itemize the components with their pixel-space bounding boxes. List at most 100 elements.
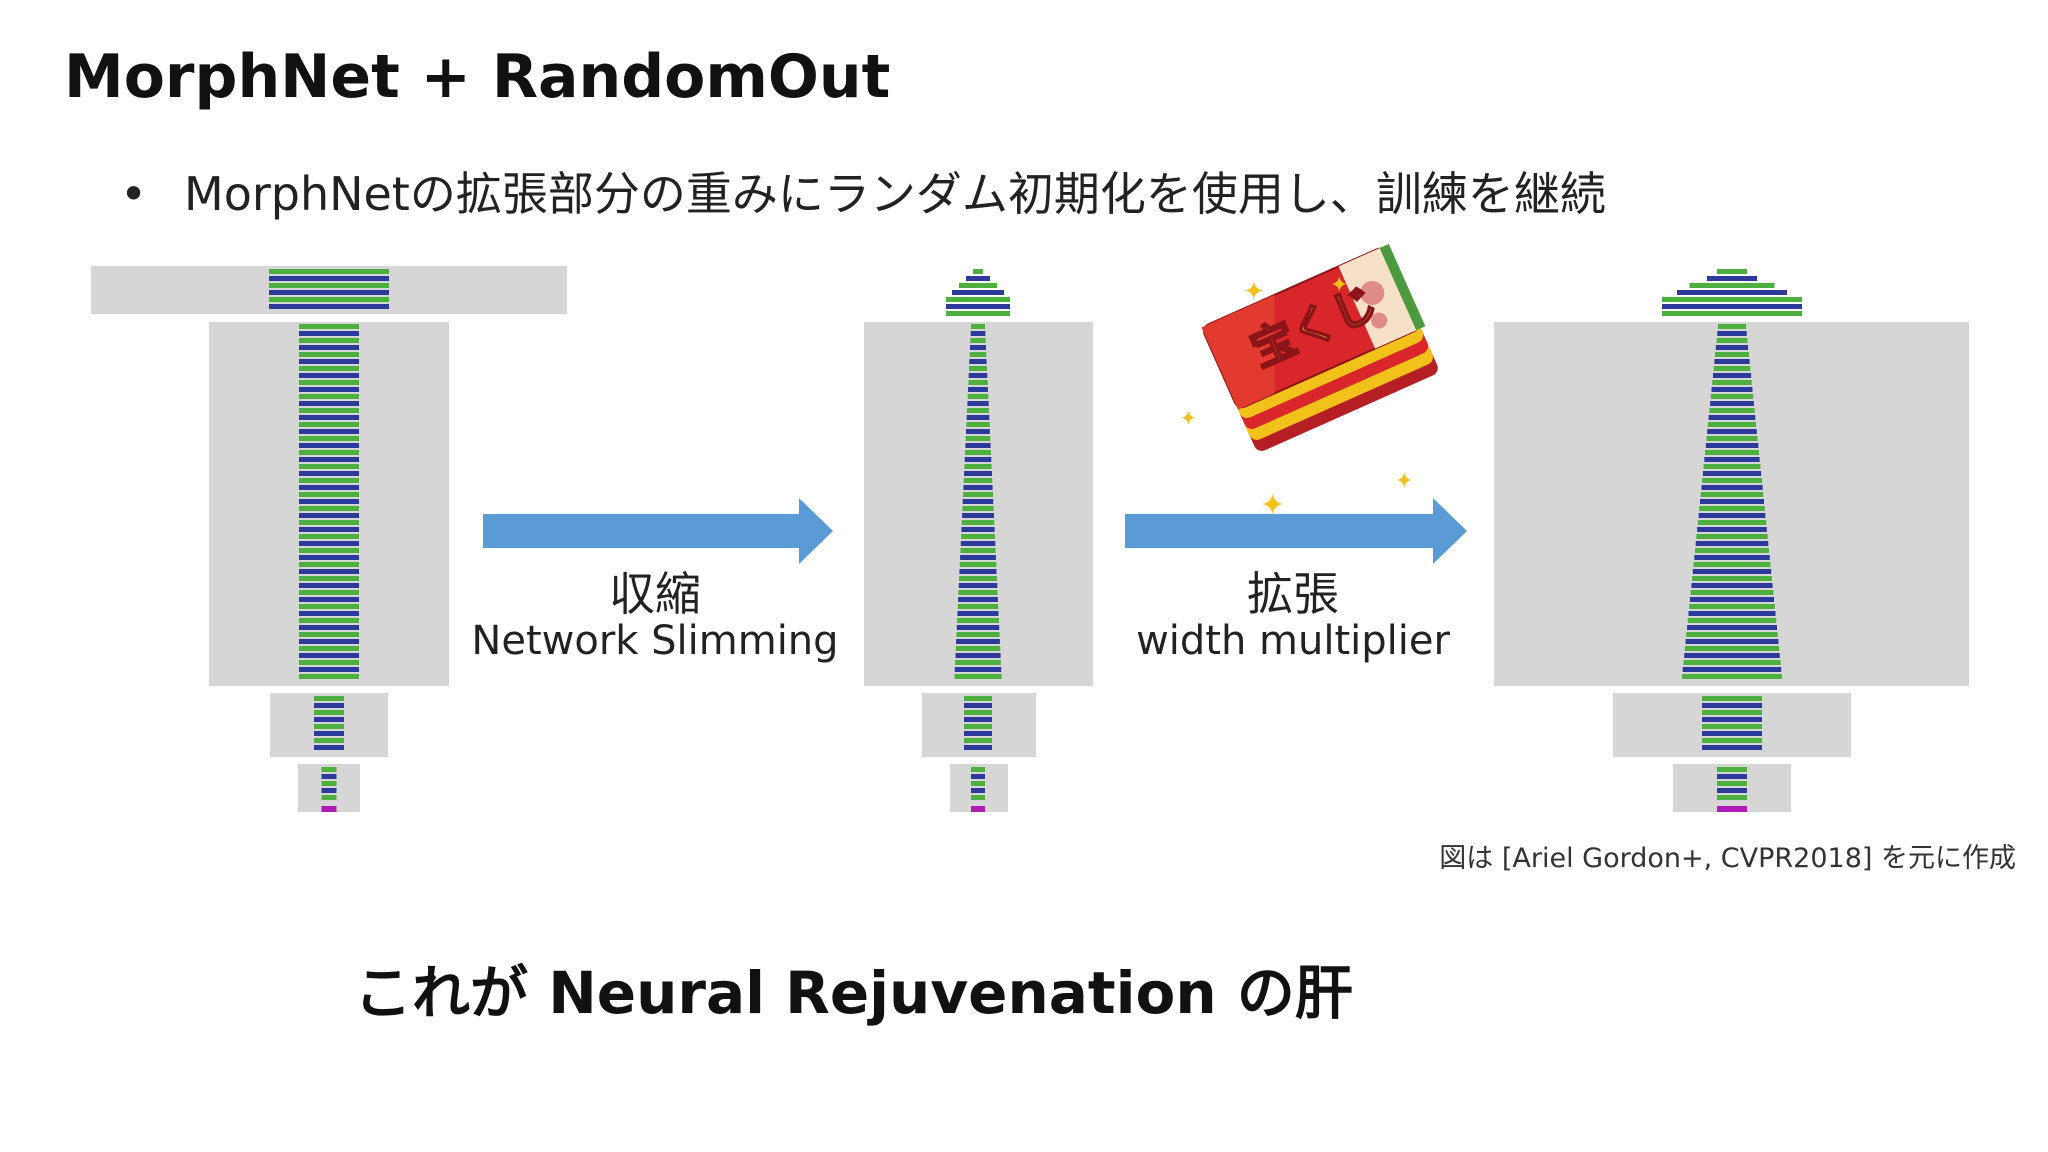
channel-bar [1702, 724, 1762, 729]
channel-bar [314, 717, 344, 722]
channel-bar [964, 710, 992, 715]
channel-bar [1702, 717, 1762, 722]
channel-bar [1714, 359, 1750, 364]
channel-bar [1705, 450, 1759, 455]
channel-bar [299, 639, 359, 644]
channel-bar [1684, 646, 1780, 651]
channel-bar [1717, 788, 1747, 793]
channel-bars [1662, 269, 1802, 812]
channel-bar [971, 795, 985, 800]
channel-bar [1717, 269, 1747, 274]
channel-bar [1697, 527, 1767, 532]
channel-bar [299, 359, 359, 364]
channel-bar [967, 401, 989, 406]
channel-bar [1662, 304, 1802, 309]
channel-bar [960, 541, 996, 546]
channel-bar [299, 667, 359, 672]
channel-bar [959, 283, 997, 288]
channel-bar [964, 724, 992, 729]
channel-bar [269, 297, 389, 302]
channel-bar [973, 269, 983, 274]
network-original [91, 266, 567, 812]
channel-bar [960, 548, 996, 553]
channel-bar [321, 788, 337, 793]
channel-bar [1689, 604, 1775, 609]
channel-bar [1707, 276, 1757, 281]
channel-bar [1694, 555, 1770, 560]
channel-bar [960, 555, 996, 560]
channel-bar [299, 660, 359, 665]
channel-bar [1710, 394, 1754, 399]
channel-bar [314, 724, 344, 729]
channel-bar [1700, 499, 1764, 504]
channel-bar [299, 674, 359, 679]
channel-bar [1689, 283, 1775, 288]
channel-bar [1687, 625, 1777, 630]
channel-bar [299, 436, 359, 441]
network-expanded [1494, 269, 1969, 812]
channel-bar [963, 492, 993, 497]
channel-bar [1695, 541, 1769, 546]
channel-bar [954, 674, 1002, 679]
channel-bar [1717, 774, 1747, 779]
channel-bar [1717, 795, 1747, 800]
arrow-expand-icon [1125, 498, 1467, 564]
channel-bar [299, 478, 359, 483]
channel-bar [1697, 520, 1767, 525]
channel-bar [299, 338, 359, 343]
channel-bar [1693, 562, 1771, 567]
channel-bar [1717, 331, 1747, 336]
channel-bar [967, 394, 989, 399]
channel-bar [1715, 345, 1749, 350]
channel-bar [971, 767, 985, 772]
channel-bar [964, 471, 992, 476]
channel-bar [956, 639, 1000, 644]
channel-bar [299, 583, 359, 588]
channel-bars [269, 269, 389, 812]
channel-bar [1677, 290, 1787, 295]
channel-bar [952, 290, 1004, 295]
channel-bar [299, 324, 359, 329]
channel-bar [1713, 373, 1752, 378]
arrow-label-expand-en: width multiplier [1136, 618, 1450, 664]
channel-bars [946, 269, 1010, 812]
svg-text:✦: ✦ [1180, 406, 1197, 430]
channel-bar [299, 345, 359, 350]
channel-bar [314, 745, 344, 750]
channel-bar [970, 338, 986, 343]
channel-bar [959, 562, 997, 567]
svg-text:✦: ✦ [1243, 277, 1265, 307]
channel-bar [269, 304, 389, 309]
channel-bar [965, 450, 991, 455]
channel-bar [314, 731, 344, 736]
channel-bar [968, 380, 988, 385]
channel-bar [1698, 513, 1766, 518]
channel-bar [971, 324, 985, 329]
channel-bar [299, 464, 359, 469]
channel-bar [269, 269, 389, 274]
channel-bar [1696, 534, 1768, 539]
channel-bar [958, 590, 998, 595]
channel-bar [1702, 703, 1762, 708]
channel-bar [958, 597, 998, 602]
channel-bar [269, 290, 389, 295]
channel-bar [969, 366, 987, 371]
channel-bar [966, 429, 990, 434]
channel-bar [299, 555, 359, 560]
channel-bar [299, 520, 359, 525]
channel-bar [1690, 590, 1774, 595]
channel-bar [1662, 297, 1802, 302]
channel-bar [299, 387, 359, 392]
arrow-label-shrink-jp: 収縮 [609, 567, 701, 621]
channel-bar [299, 513, 359, 518]
channel-bar [966, 422, 990, 427]
channel-bar [971, 774, 985, 779]
channel-bar [1704, 457, 1760, 462]
channel-bar [966, 415, 990, 420]
channel-bar [1702, 738, 1762, 743]
channel-bar [964, 696, 992, 701]
channel-bar [321, 767, 337, 772]
channel-bar [299, 499, 359, 504]
channel-bar [1685, 639, 1779, 644]
